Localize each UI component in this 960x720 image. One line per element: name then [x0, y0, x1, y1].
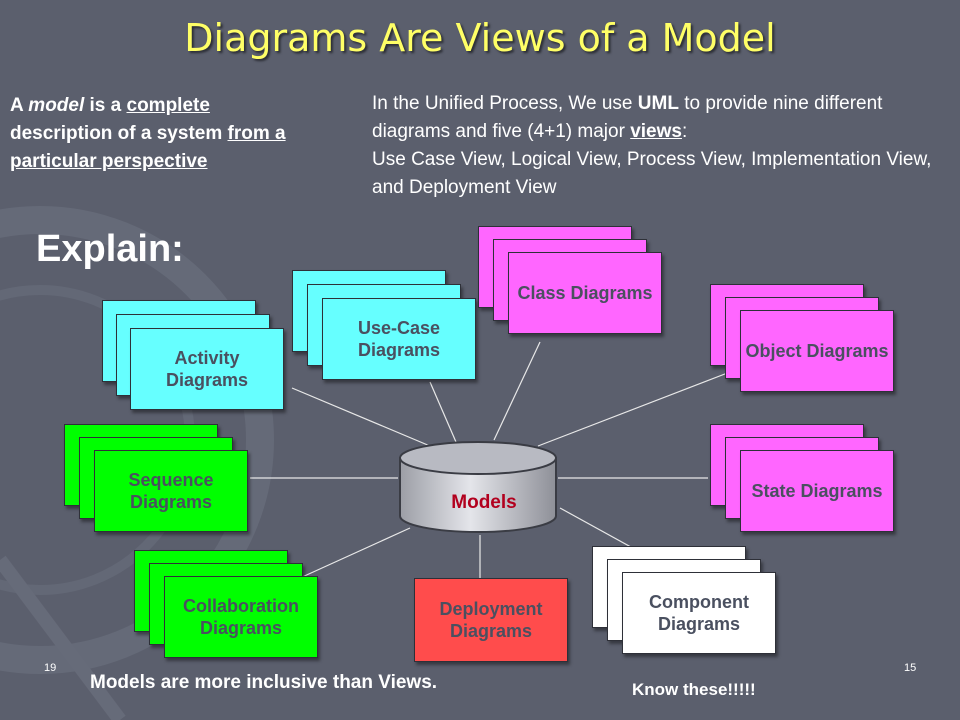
slide-title: Diagrams Are Views of a Model [184, 16, 776, 60]
models-database-icon[interactable] [398, 440, 558, 535]
sequence-diagrams-label: Sequence Diagrams [94, 450, 248, 532]
model-definition: A model is a complete description of a s… [10, 95, 286, 172]
explain-heading: Explain: [36, 228, 184, 270]
connector-class [493, 341, 541, 441]
use-case-diagrams-label: Use-Case Diagrams [322, 298, 476, 380]
inclusive-note: Models are more inclusive than Views. [90, 672, 438, 693]
unified-process-text: In the Unified Process, We use UML to pr… [372, 93, 932, 198]
collaboration-diagrams-label: Collaboration Diagrams [164, 576, 318, 658]
connector-object [537, 371, 731, 447]
activity-diagrams-label: Activity Diagrams [130, 328, 284, 410]
component-diagrams-label: Component Diagrams [622, 572, 776, 654]
object-diagrams-label: Object Diagrams [740, 310, 894, 392]
connector-collaboration [299, 527, 411, 579]
connector-component [559, 507, 641, 553]
know-these-note: Know these!!!!! [632, 680, 756, 699]
connector-use-case [429, 381, 457, 443]
deployment-diagrams-label: Deployment Diagrams [414, 578, 568, 662]
state-diagrams-label: State Diagrams [740, 450, 894, 532]
page-number-left: 19 [44, 662, 57, 674]
connector-activity [291, 387, 431, 447]
models-label: Models [451, 492, 517, 513]
page-number-right: 15 [904, 662, 917, 674]
class-diagrams-label: Class Diagrams [508, 252, 662, 334]
